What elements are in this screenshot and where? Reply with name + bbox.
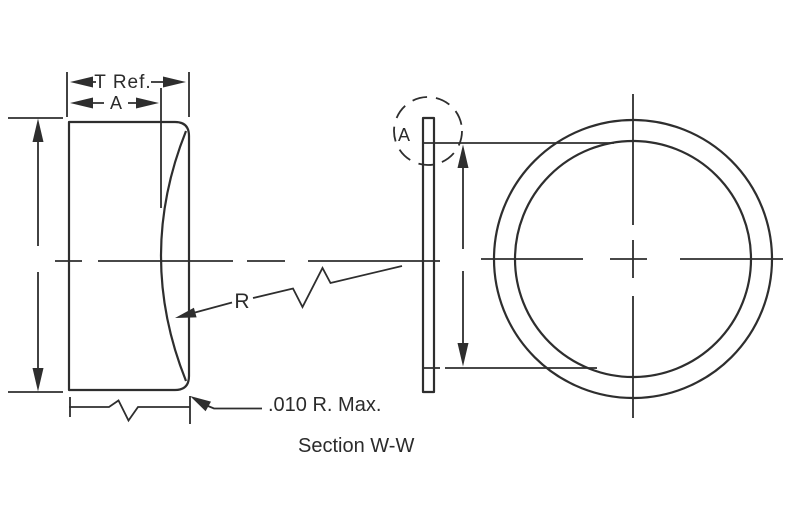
washer-side-view: A	[393, 96, 463, 394]
up-arrowhead-icon	[457, 144, 469, 168]
right-arrowhead-icon	[136, 97, 159, 109]
section-view	[67, 88, 191, 392]
a-dimension: A	[70, 93, 159, 113]
leader-line-zigzag	[252, 265, 403, 309]
t-ref-label: T Ref.	[94, 72, 151, 93]
id-dimension	[422, 142, 614, 369]
front-view	[481, 94, 783, 418]
leader-line	[207, 405, 262, 410]
section-caption: Section W-W	[298, 435, 414, 457]
break-line-path	[69, 399, 190, 423]
detail-circle	[393, 96, 463, 166]
leader-arrowhead-icon	[175, 307, 197, 318]
leader-arrowhead-icon	[190, 396, 211, 412]
radius-label: R	[234, 290, 249, 313]
corner-note-label: .010 R. Max.	[268, 394, 381, 416]
break-line-ticks	[69, 396, 191, 424]
left-arrowhead-icon	[70, 97, 93, 109]
down-arrowhead-icon	[457, 343, 469, 367]
leader-line-left	[194, 301, 233, 314]
right-arrowhead-icon	[163, 76, 186, 88]
detail-label: A	[398, 125, 410, 145]
t-ref-dimension: T Ref.	[66, 72, 190, 117]
crown-curve	[159, 130, 188, 382]
a-dim-label: A	[110, 93, 122, 113]
left-arrowhead-icon	[70, 76, 93, 88]
section-outline	[67, 120, 191, 392]
down-arrowhead-icon	[32, 368, 44, 392]
break-line	[69, 396, 191, 424]
corner-radius-leader: .010 R. Max.	[190, 394, 381, 416]
radius-leader: R	[175, 265, 403, 318]
up-arrowhead-icon	[32, 118, 44, 142]
side-view-outline	[421, 116, 436, 394]
height-dimension	[8, 117, 63, 393]
